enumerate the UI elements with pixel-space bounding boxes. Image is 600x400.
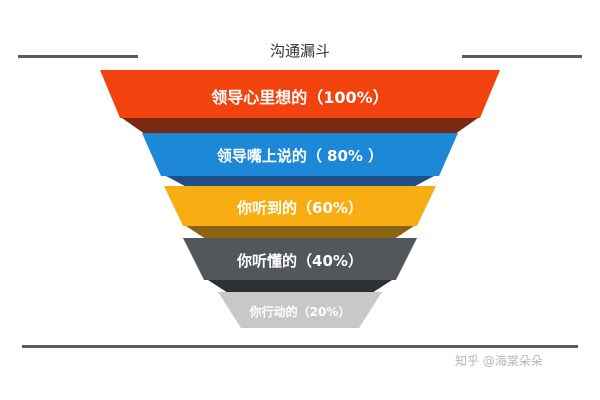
funnel-layer-5: 你行动的（20%） <box>218 292 382 328</box>
funnel-layer-label: 领导嘴上说的（ 80% ） <box>216 147 384 165</box>
funnel-fold-shadow-2 <box>166 176 434 186</box>
funnel-layer-label: 你行动的（20%） <box>249 305 351 319</box>
funnel-layer-4: 你听懂的（40%） <box>183 238 417 280</box>
funnel-layer-1: 领导心里想的（100%） <box>100 70 500 118</box>
watermark-text: 知乎 @海棠朵朵 <box>455 354 543 368</box>
funnel-layer-label: 你听懂的（40%） <box>237 252 363 270</box>
diagram-title: 沟通漏斗 <box>269 42 330 60</box>
funnel-layer-label: 你听到的（60%） <box>237 199 363 217</box>
title-divider-right <box>462 55 582 58</box>
funnel-fold-shadow-3 <box>186 226 414 238</box>
title-divider-left <box>18 55 138 58</box>
funnel-fold-shadow-4 <box>208 280 392 292</box>
funnel-fold-shadow-1 <box>122 118 478 133</box>
funnel-layer-2: 领导嘴上说的（ 80% ） <box>142 133 458 176</box>
funnel-layer-3: 你听到的（60%） <box>164 186 436 226</box>
bottom-divider <box>22 345 578 348</box>
funnel-layer-label: 领导心里想的（100%） <box>211 88 389 107</box>
